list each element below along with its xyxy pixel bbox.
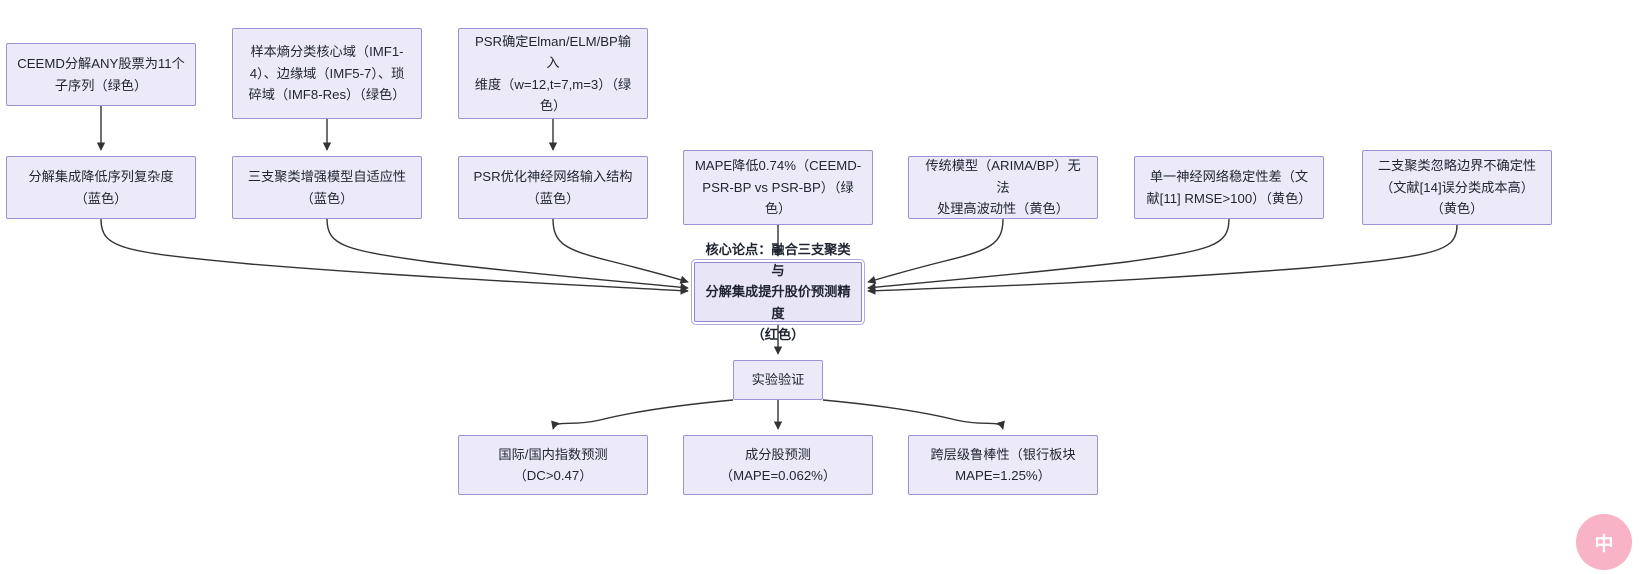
node-label: 样本熵分类核心域（IMF1- 4）、边缘域（IMF5-7）、琐 碎域（IMF8-… xyxy=(248,44,406,103)
edge-n11-n14 xyxy=(822,399,1005,430)
node-psr-optimizes-network-structure[interactable]: PSR优化神经网络输入结构 （蓝色） xyxy=(458,156,648,219)
node-label: 三支聚类增强模型自适应性 （蓝色） xyxy=(247,169,407,206)
watermark-badge: 中 xyxy=(1576,514,1632,570)
node-label: 国际/国内指数预测 （DC>0.47） xyxy=(498,446,608,483)
node-decomposition-reduces-complexity[interactable]: 分解集成降低序列复杂度 （蓝色） xyxy=(6,156,196,219)
node-psr-input-dimension[interactable]: PSR确定Elman/ELM/BP输入 维度（w=12,t=7,m=3）（绿 色… xyxy=(458,28,648,119)
node-label: 分解集成降低序列复杂度 （蓝色） xyxy=(28,169,174,206)
node-label: CEEMD分解ANY股票为11个 子序列（绿色） xyxy=(17,56,185,93)
node-ceemd-decomposition[interactable]: CEEMD分解ANY股票为11个 子序列（绿色） xyxy=(6,43,196,106)
node-label: 核心论点：融合三支聚类与 分解集成提升股价预测精度 （红色） xyxy=(705,241,851,343)
node-label: 单一神经网络稳定性差（文 献[11] RMSE>100）（黄色） xyxy=(1146,169,1312,206)
edge-n4-core xyxy=(100,218,689,295)
node-label: 实验验证 xyxy=(751,372,805,388)
edge-n10-core xyxy=(867,224,1458,295)
edge-n8-core xyxy=(867,218,1004,284)
node-three-way-clustering-adaptivity[interactable]: 三支聚类增强模型自适应性 （蓝色） xyxy=(232,156,422,219)
node-label: 传统模型（ARIMA/BP）无法 处理高波动性（黄色） xyxy=(925,158,1081,217)
edge-n6-core xyxy=(552,218,689,284)
node-index-prediction-result[interactable]: 国际/国内指数预测 （DC>0.47） xyxy=(458,435,648,495)
node-cross-level-robustness-result[interactable]: 跨层级鲁棒性（银行板块 MAPE=1.25%） xyxy=(908,435,1098,495)
node-label: MAPE降低0.74%（CEEMD- PSR-BP vs PSR-BP）（绿 色… xyxy=(694,158,862,217)
node-constituent-stock-result[interactable]: 成分股预测 （MAPE=0.062%） xyxy=(683,435,873,495)
node-label: PSR确定Elman/ELM/BP输入 维度（w=12,t=7,m=3）（绿 色… xyxy=(474,33,632,113)
node-core-thesis[interactable]: 核心论点：融合三支聚类与 分解集成提升股价预测精度 （红色） xyxy=(694,242,862,342)
node-single-network-instability[interactable]: 单一神经网络稳定性差（文 献[11] RMSE>100）（黄色） xyxy=(1134,156,1324,219)
node-sample-entropy-classification[interactable]: 样本熵分类核心域（IMF1- 4）、边缘域（IMF5-7）、琐 碎域（IMF8-… xyxy=(232,28,422,119)
edge-n9-core xyxy=(867,218,1230,292)
node-label: 成分股预测 （MAPE=0.062%） xyxy=(719,446,837,483)
watermark-text: 中 xyxy=(1594,533,1614,555)
edge-n5-core xyxy=(326,218,689,292)
node-two-way-clustering-boundary[interactable]: 二支聚类忽略边界不确定性 （文献[14]误分类成本高） （黄色） xyxy=(1362,150,1552,225)
node-label: 二支聚类忽略边界不确定性 （文献[14]误分类成本高） （黄色） xyxy=(1377,158,1537,217)
node-traditional-model-limitation[interactable]: 传统模型（ARIMA/BP）无法 处理高波动性（黄色） xyxy=(908,156,1098,219)
edge-n11-n12 xyxy=(551,399,734,430)
node-label: 跨层级鲁棒性（银行板块 MAPE=1.25%） xyxy=(930,446,1076,483)
node-experimental-validation[interactable]: 实验验证 xyxy=(733,360,823,400)
node-label: PSR优化神经网络输入结构 （蓝色） xyxy=(473,169,633,206)
node-mape-reduction[interactable]: MAPE降低0.74%（CEEMD- PSR-BP vs PSR-BP）（绿 色… xyxy=(683,150,873,225)
